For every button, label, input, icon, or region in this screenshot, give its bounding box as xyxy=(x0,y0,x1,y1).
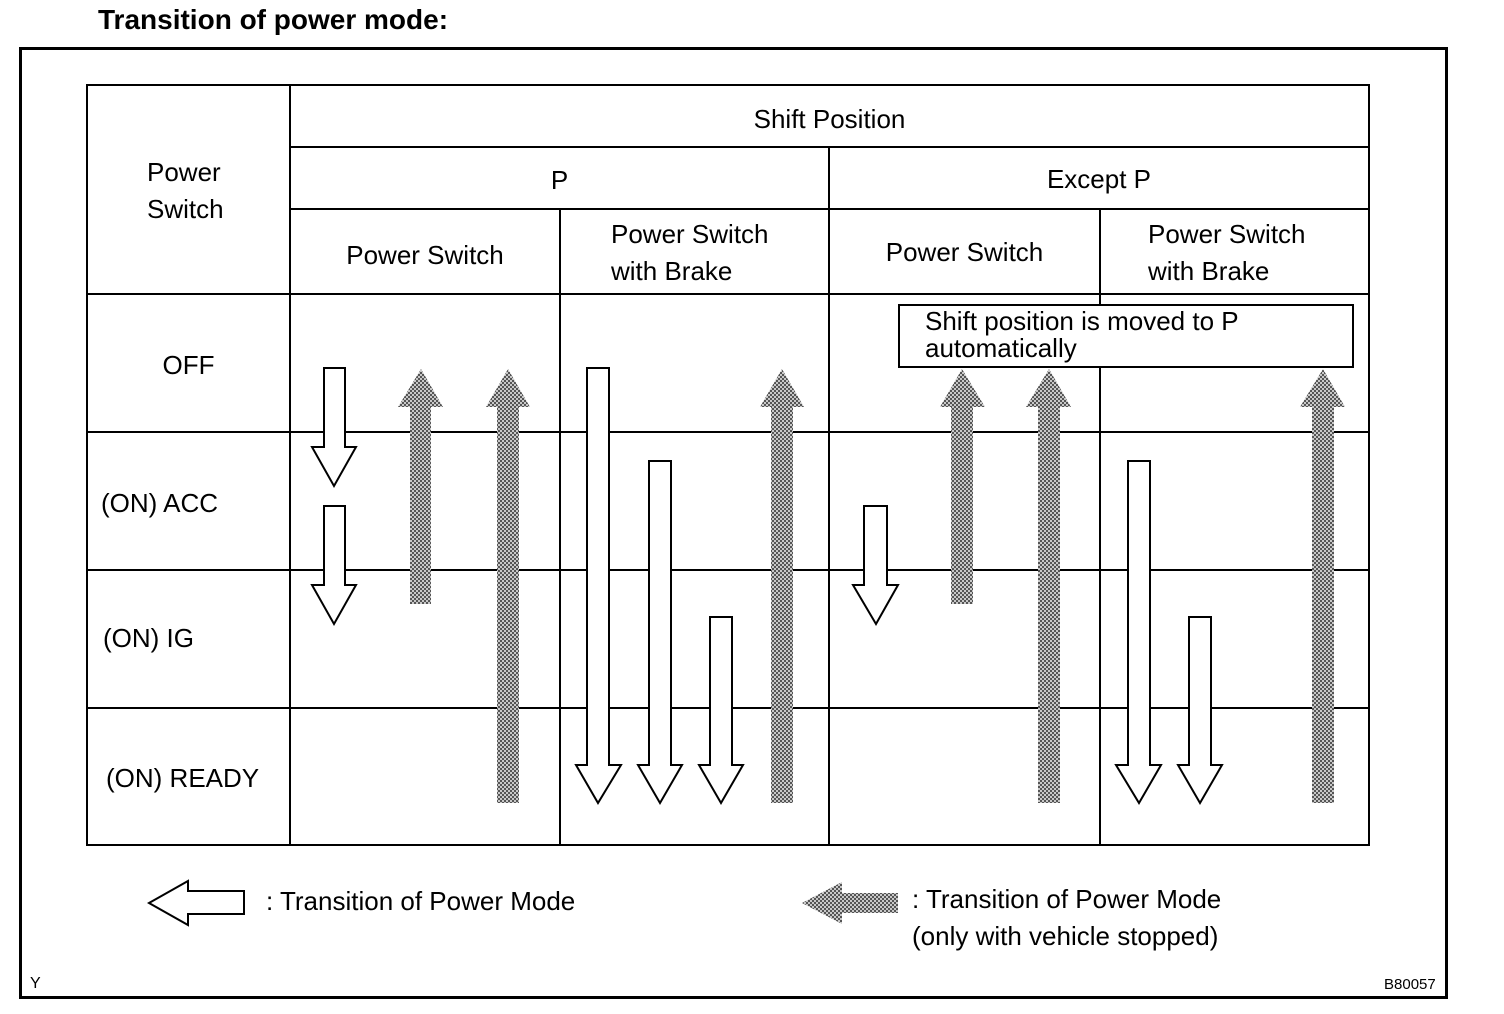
corner-header: Power Switch xyxy=(147,157,224,224)
arrow-off-to-acc xyxy=(310,367,358,489)
arrow-acc-to-ig xyxy=(310,505,358,627)
group-p-header: P xyxy=(550,165,569,195)
arrow-p-brake-off-to-ready xyxy=(574,367,623,805)
legend-shaded-arrow xyxy=(802,882,898,924)
row-label-ig: (ON) IG xyxy=(103,623,194,653)
white-arrows xyxy=(310,367,1224,805)
shaded-arrow-acc-to-off xyxy=(398,369,443,604)
col-except-p-power-switch: Power Switch xyxy=(885,237,1044,267)
col-p-power-switch-with-brake: Power Switch with Brake xyxy=(611,219,769,286)
row-label-off: OFF xyxy=(162,350,215,380)
arrow-except-p-acc-to-ig xyxy=(851,505,900,627)
arrow-except-p-brake-acc-to-ready xyxy=(1114,460,1163,805)
arrow-p-brake-acc-to-ready xyxy=(636,460,684,805)
note-box xyxy=(898,304,1354,368)
note-text: Shift position is moved to P automatical… xyxy=(925,306,1239,363)
footer-right-code: B80057 xyxy=(1384,976,1436,993)
row-label-acc: (ON) ACC xyxy=(101,488,218,518)
arrow-except-p-brake-ig-to-ready xyxy=(1176,616,1224,805)
shaded-arrow-ready-to-off xyxy=(486,369,530,803)
table-grid xyxy=(86,84,1370,846)
legend-white-label: : Transition of Power Mode xyxy=(266,886,576,916)
col-except-p-power-switch-with-brake: Power Switch with Brake xyxy=(1148,219,1306,286)
legend-white-arrow xyxy=(146,879,245,927)
arrow-p-brake-ig-to-ready xyxy=(697,616,745,805)
footer-left-code: Y xyxy=(30,975,41,992)
shaded-arrow-except-p-acc-to-off xyxy=(940,369,985,604)
shaded-arrow-except-p-brake-ready-to-off xyxy=(1300,369,1345,803)
legend-shaded-label: : Transition of Power Mode (only with ve… xyxy=(912,884,1222,951)
page-title: Transition of power mode: xyxy=(98,4,449,35)
col-p-power-switch: Power Switch xyxy=(346,240,504,270)
shaded-arrows xyxy=(398,369,1345,924)
shaded-arrow-except-p-ready-to-off xyxy=(1026,369,1071,803)
row-label-ready: (ON) READY xyxy=(106,763,260,793)
diagram-frame xyxy=(19,47,1448,999)
shaded-arrow-p-brake-ready-to-off xyxy=(760,369,804,803)
shift-position-header: Shift Position xyxy=(753,104,906,134)
group-except-p-header: Except P xyxy=(1046,164,1152,194)
